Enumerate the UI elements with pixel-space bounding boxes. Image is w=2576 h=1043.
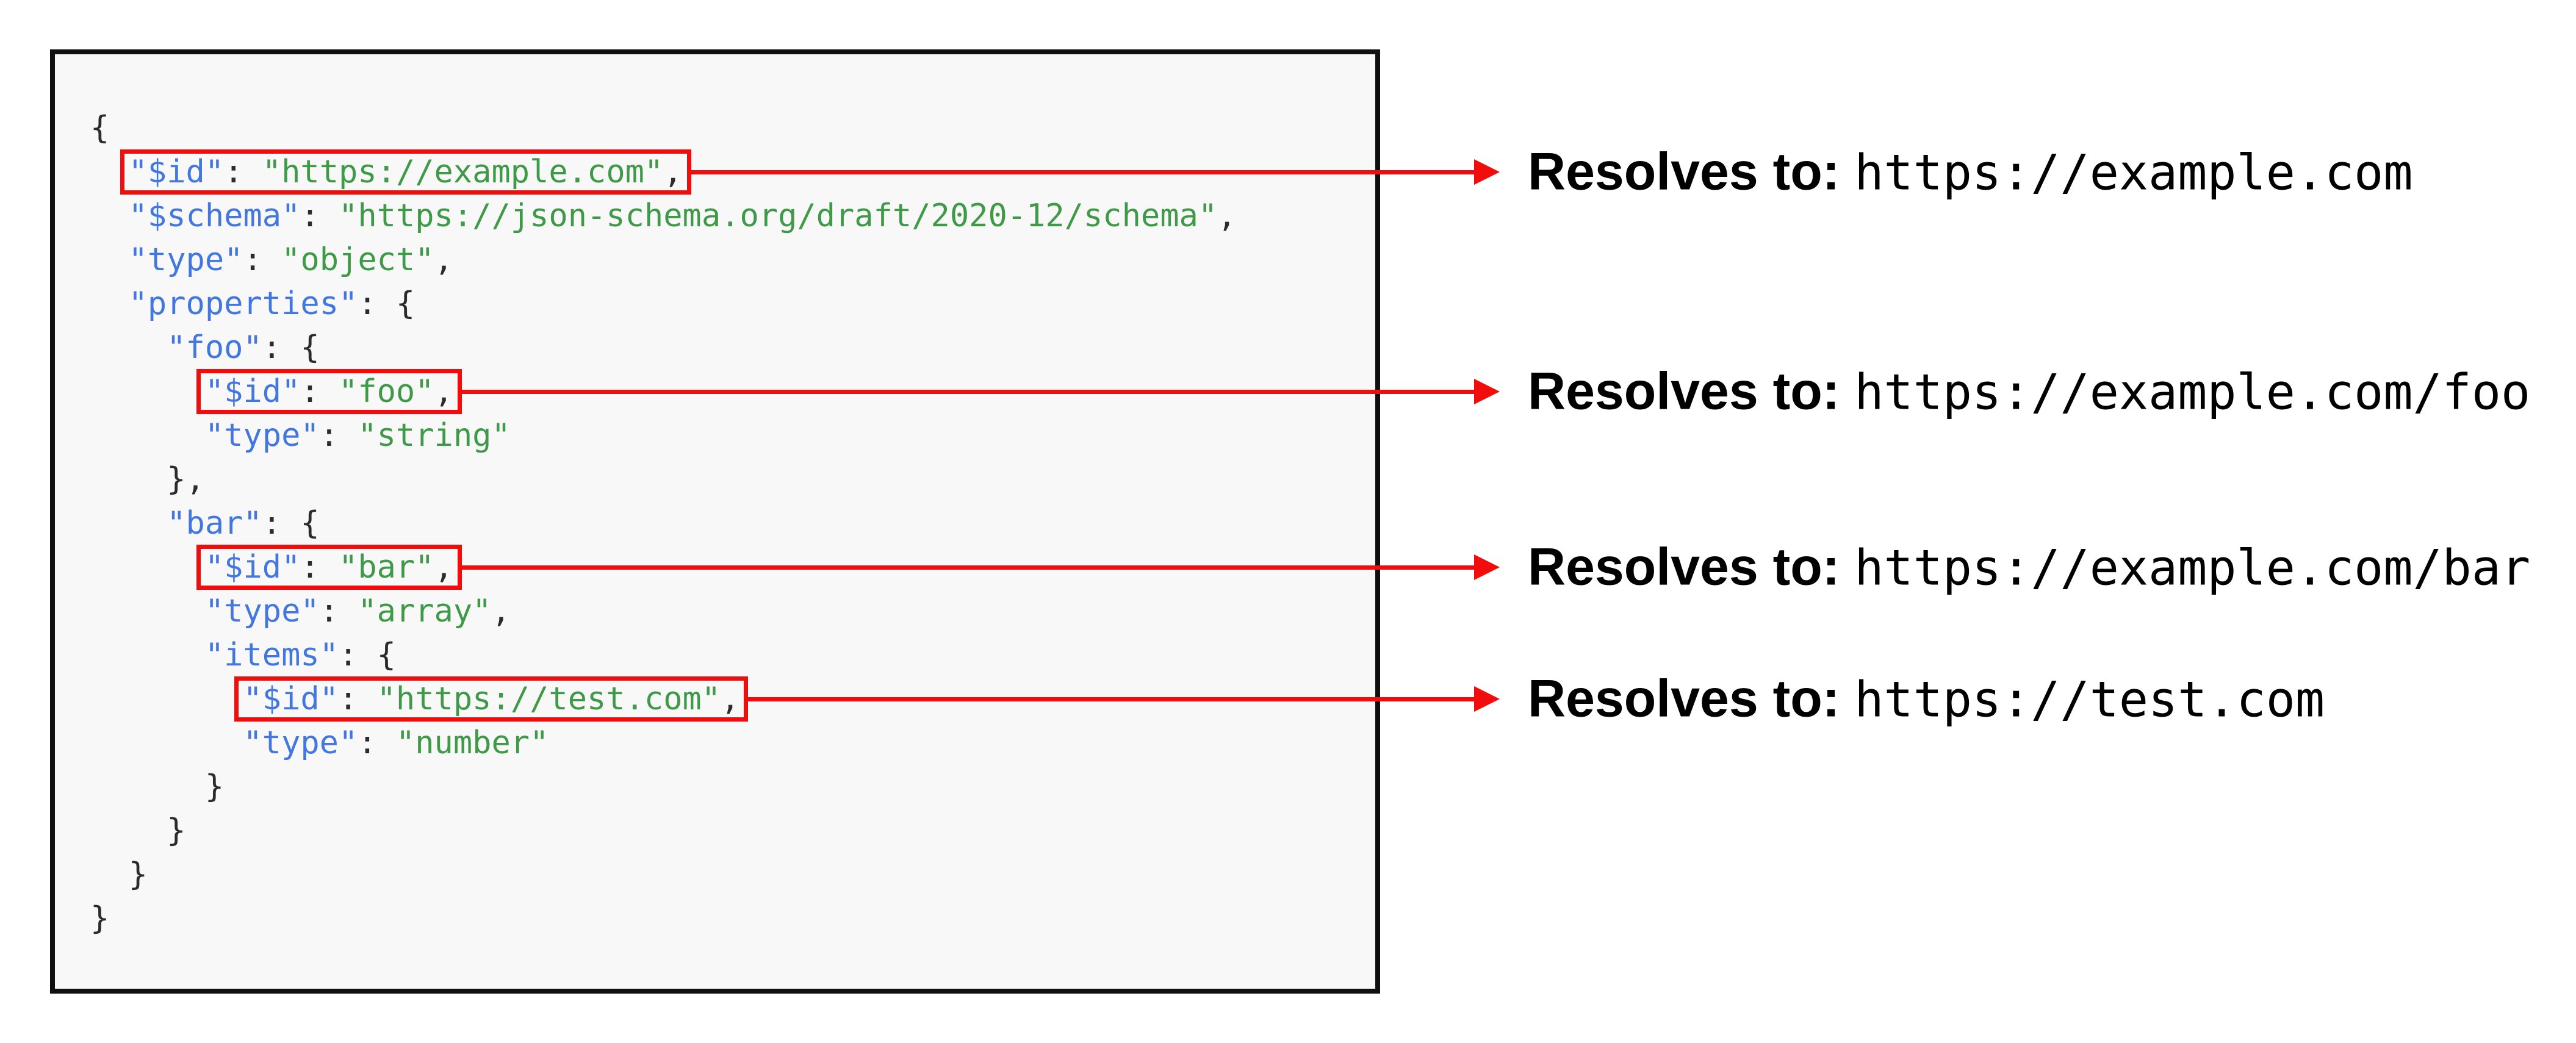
code-token-pun: :: [300, 373, 339, 410]
code-token-str: "object": [281, 242, 434, 278]
code-token-key: "foo": [167, 329, 262, 366]
code-token-pun: ,: [434, 549, 453, 586]
resolved-url: https://example.com/foo: [1854, 364, 2531, 421]
code-token-str: "bar": [339, 549, 434, 586]
highlight-box: "$id": "https://test.com",: [243, 681, 739, 717]
code-token-key: "$schema": [128, 198, 301, 234]
code-token-pun: :: [243, 242, 282, 278]
highlight-box: "$id": "bar",: [205, 549, 453, 586]
resolve-arrow-head: [1474, 159, 1500, 185]
code-token-pun: :: [300, 549, 339, 586]
code-line: "$id": "https://test.com",: [90, 681, 739, 717]
code-token-pun: }: [90, 900, 110, 937]
code-line: "$id": "foo",: [90, 373, 453, 410]
code-token-pun: ,: [434, 373, 453, 410]
code-block: { "$id": "https://example.com", "$schema…: [55, 54, 1375, 941]
resolves-annotation: Resolves to:https://test.com: [1528, 669, 2325, 729]
code-token-pun: ,: [663, 154, 683, 190]
code-token-key: "$id": [128, 154, 225, 190]
code-line: },: [90, 461, 205, 498]
resolves-label: Resolves to:: [1528, 142, 1840, 201]
resolve-arrow-line: [461, 389, 1475, 394]
code-line: "type": "array",: [90, 593, 511, 629]
code-token-str: "foo": [339, 373, 434, 410]
code-line: }: [90, 856, 148, 893]
code-line: "foo": {: [90, 329, 320, 366]
code-token-pun: }: [204, 769, 225, 805]
code-token-str: "number": [395, 725, 549, 761]
code-token-pun: :: [319, 417, 358, 454]
code-token-key: "$id": [243, 681, 339, 717]
code-line: "type": "object",: [90, 242, 453, 278]
resolve-arrow-line: [691, 170, 1475, 174]
code-token-pun: },: [167, 461, 205, 498]
code-token-pun: :: [339, 681, 377, 717]
resolves-label: Resolves to:: [1528, 669, 1840, 728]
code-line: }: [90, 769, 224, 805]
code-token-key: "items": [204, 637, 339, 673]
code-token-pun: : {: [339, 637, 396, 673]
code-token-pun: }: [167, 812, 186, 849]
code-line: "type": "number": [90, 725, 549, 761]
code-token-str: "https://json-schema.org/draft/2020-12/s…: [339, 198, 1218, 234]
code-token-pun: ,: [1217, 198, 1237, 234]
code-token-key: "properties": [128, 285, 358, 322]
code-token-key: "type": [204, 593, 320, 629]
code-token-key: "bar": [167, 505, 262, 542]
code-token-pun: :: [358, 725, 396, 761]
code-token-pun: : {: [262, 505, 320, 542]
code-token-str: "https://example.com": [262, 154, 664, 190]
highlight-box: "$id": "https://example.com",: [129, 154, 683, 190]
resolve-arrow-head: [1474, 686, 1500, 712]
code-token-key: "type": [204, 417, 320, 454]
resolved-url: https://example.com: [1854, 144, 2413, 201]
code-token-pun: : {: [358, 285, 416, 322]
code-line: }: [90, 812, 186, 849]
code-token-pun: ,: [721, 681, 740, 717]
code-line: "properties": {: [90, 285, 416, 322]
resolves-label: Resolves to:: [1528, 537, 1840, 597]
highlight-box: "$id": "foo",: [205, 373, 453, 410]
code-token-key: "type": [243, 725, 358, 761]
code-line: "$id": "bar",: [90, 549, 453, 586]
code-token-key: "$id": [204, 373, 301, 410]
resolves-annotation: Resolves to:https://example.com/foo: [1528, 362, 2530, 422]
code-token-str: "string": [358, 417, 511, 454]
code-line: }: [90, 900, 109, 937]
code-line: "type": "string": [90, 417, 511, 454]
code-token-str: "https://test.com": [376, 681, 721, 717]
code-line: "$id": "https://example.com",: [90, 154, 683, 190]
resolves-annotation: Resolves to:https://example.com/bar: [1528, 537, 2530, 598]
code-line: "items": {: [90, 637, 396, 673]
resolved-url: https://example.com/bar: [1854, 539, 2531, 597]
resolve-arrow-line: [748, 697, 1475, 701]
code-token-pun: ,: [491, 593, 511, 629]
resolves-label: Resolves to:: [1528, 362, 1840, 421]
code-line: "bar": {: [90, 505, 320, 542]
resolve-arrow-head: [1474, 554, 1500, 580]
json-schema-code-panel: { "$id": "https://example.com", "$schema…: [50, 49, 1380, 994]
resolves-annotation: Resolves to:https://example.com: [1528, 142, 2413, 203]
resolved-url: https://test.com: [1854, 671, 2325, 728]
code-token-pun: {: [90, 110, 110, 146]
code-token-pun: :: [224, 154, 262, 190]
code-line: "$schema": "https://json-schema.org/draf…: [90, 198, 1237, 234]
code-token-pun: :: [300, 198, 339, 234]
code-token-key: "type": [128, 242, 243, 278]
code-line: {: [90, 110, 109, 146]
resolve-arrow-head: [1474, 379, 1500, 404]
code-token-pun: : {: [262, 329, 320, 366]
code-token-key: "$id": [204, 549, 301, 586]
resolve-arrow-line: [461, 565, 1475, 570]
code-token-pun: }: [128, 856, 148, 893]
code-token-str: "array": [358, 593, 492, 629]
code-token-pun: :: [319, 593, 358, 629]
code-token-pun: ,: [434, 242, 453, 278]
